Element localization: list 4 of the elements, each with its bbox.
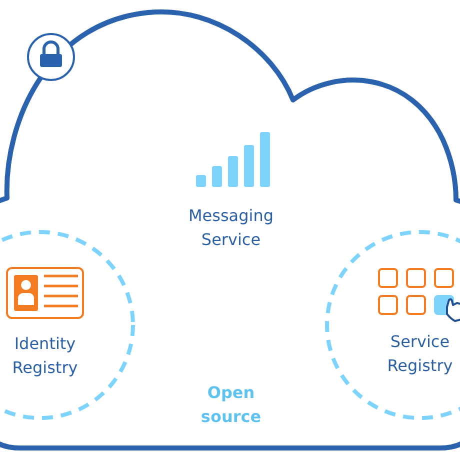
note-label: Open source (200, 382, 262, 428)
node-label: Identity Registry (11, 333, 79, 379)
node-label: Service Registry (386, 331, 454, 377)
service-label: Messaging Service (187, 205, 275, 251)
